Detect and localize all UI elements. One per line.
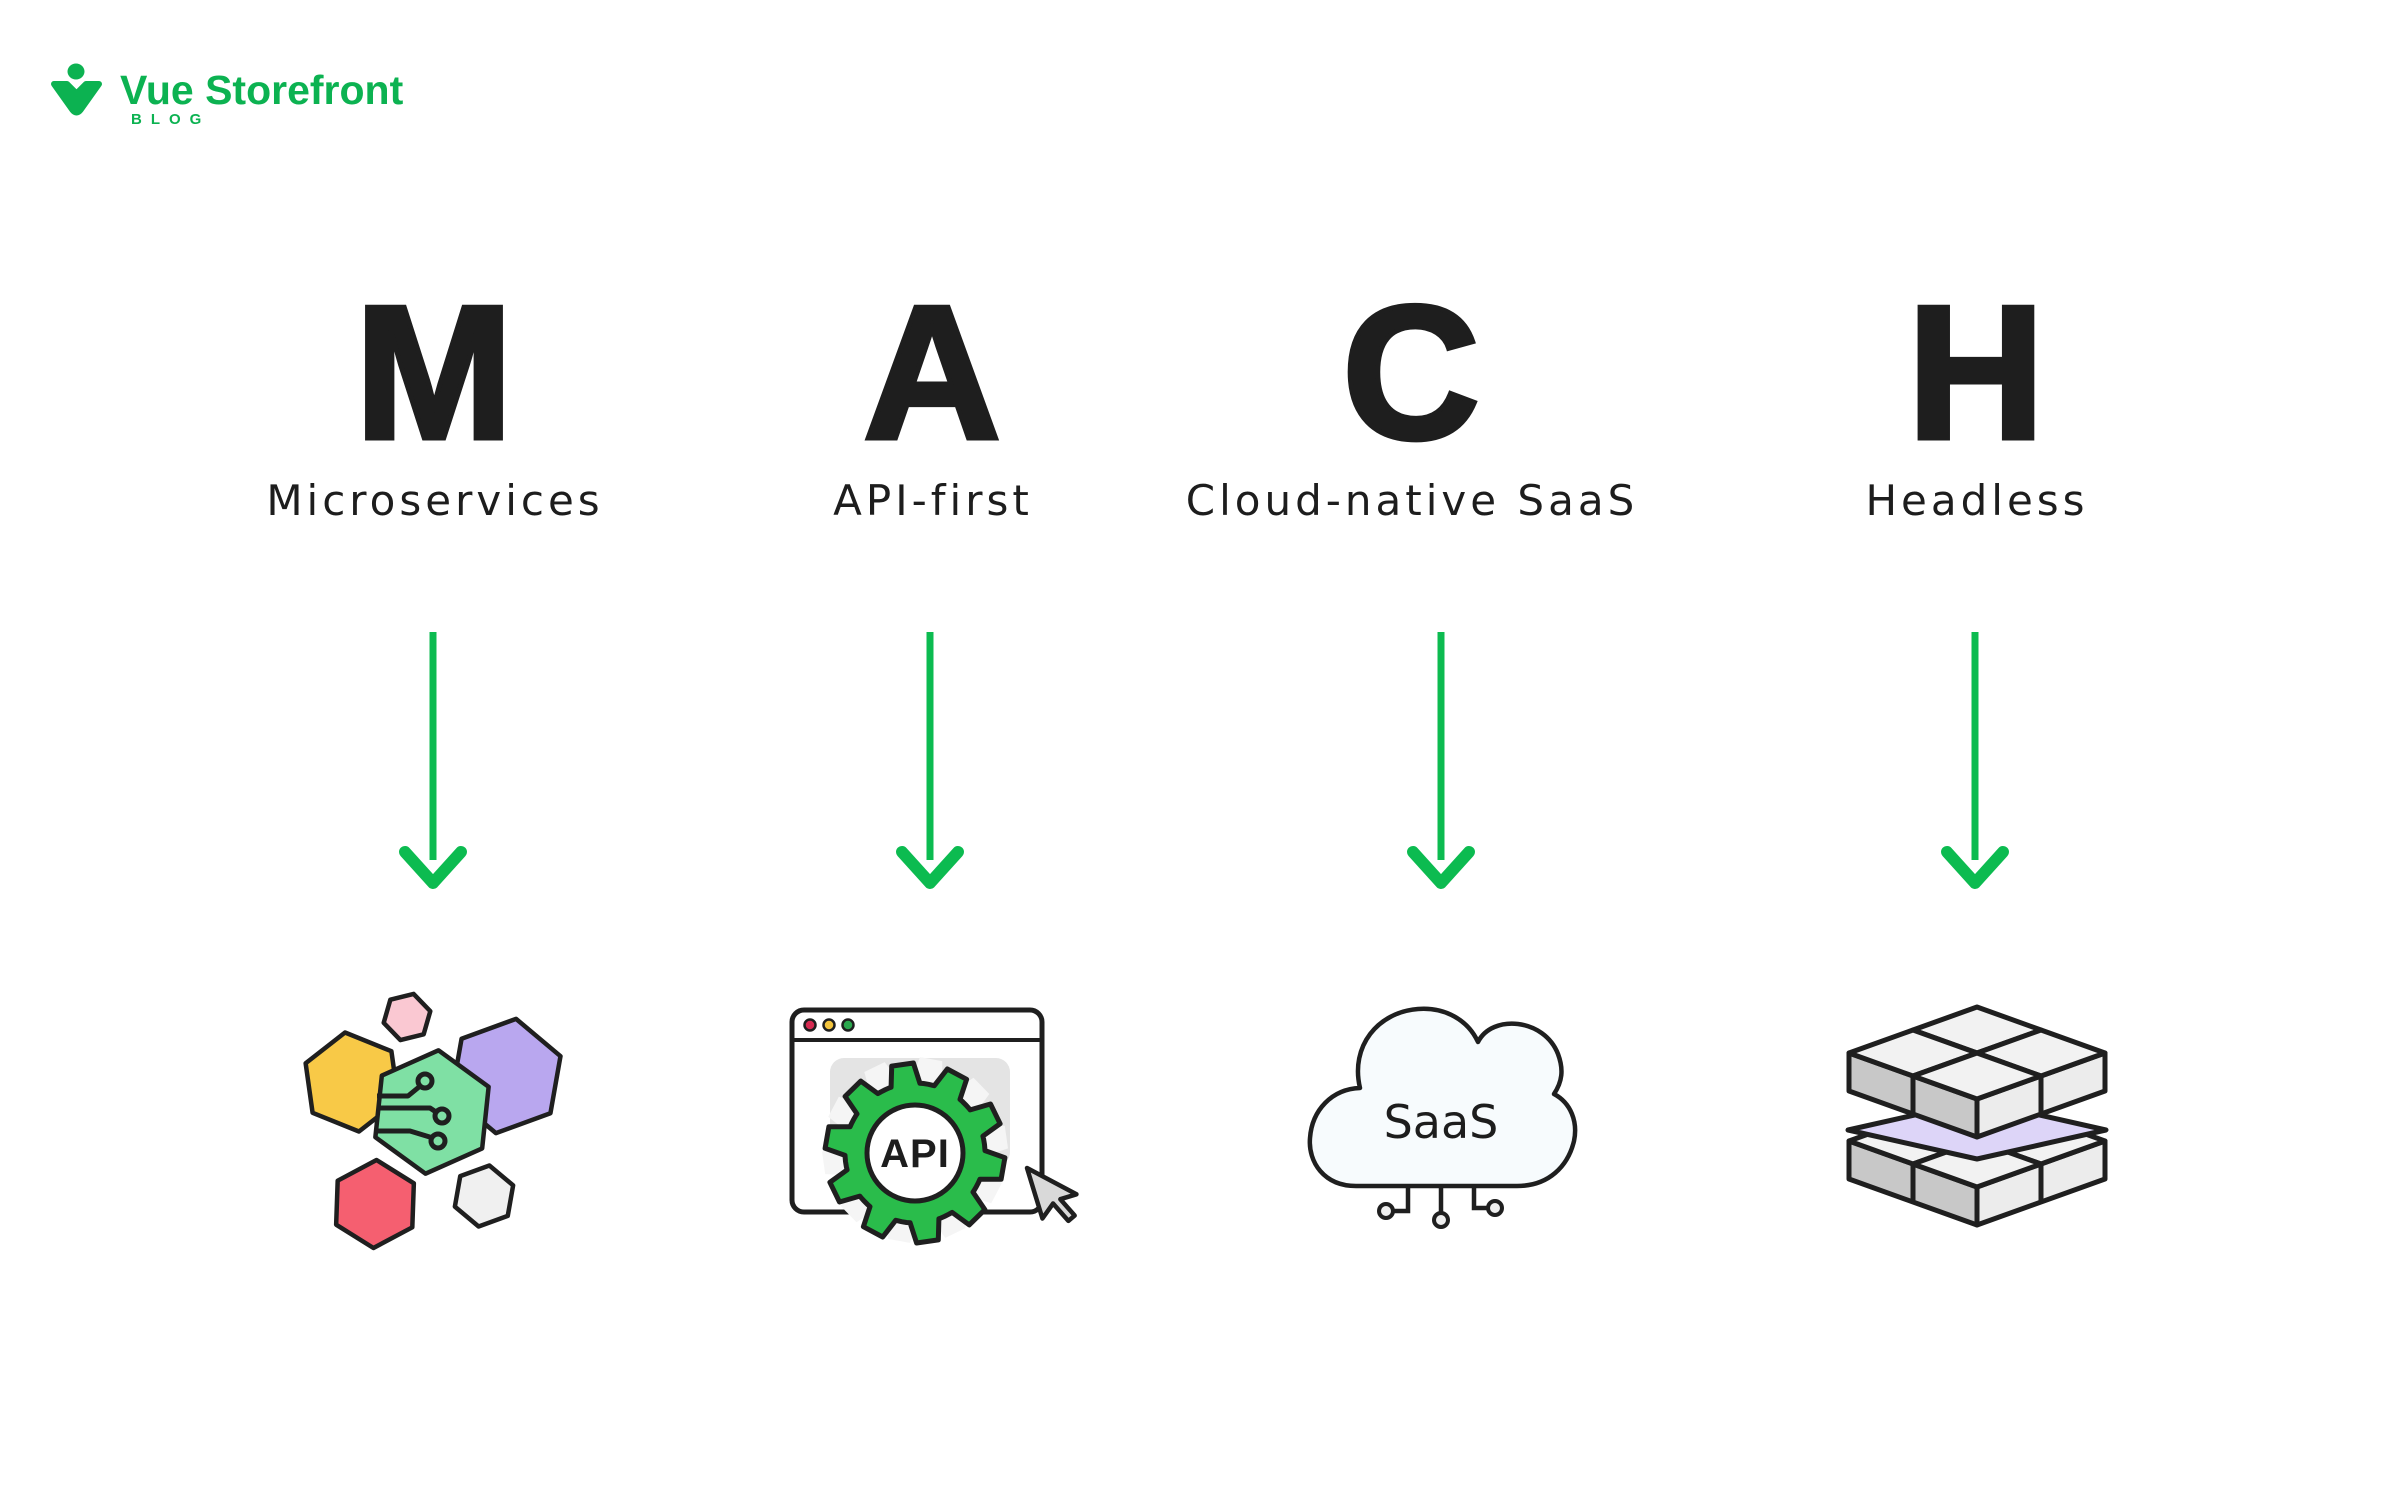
hexagon-cluster-icon xyxy=(280,960,590,1260)
cloud-icon: SaaS xyxy=(1307,1006,1578,1229)
browser-dot-red xyxy=(803,1018,817,1032)
down-arrow-icon xyxy=(896,632,964,889)
cloud-shape xyxy=(1307,1006,1578,1189)
browser-dot-green xyxy=(841,1018,855,1032)
connector-nodes xyxy=(1377,1199,1504,1229)
logo-blog-text: BLOG xyxy=(131,111,211,128)
label-headless: Headless xyxy=(1865,476,2089,525)
browser-dot-yellow xyxy=(822,1018,836,1032)
stack-top-layer xyxy=(1846,1004,2108,1140)
label-cloud-native-saas: Cloud-native SaaS xyxy=(1185,476,1639,525)
down-arrow-icon xyxy=(1407,632,1475,889)
logo-brand-text: Vue Storefront xyxy=(120,67,404,113)
hexagon-yellow xyxy=(302,1026,402,1137)
down-arrow-icon xyxy=(399,632,467,889)
circuit-traces xyxy=(377,1085,438,1141)
cloud-saas-label: SaaS xyxy=(1384,1095,1499,1149)
hexagon-red xyxy=(335,1159,414,1250)
down-arrow-icon xyxy=(1941,632,2009,889)
label-api-first: API-first xyxy=(833,476,1033,525)
hexagon-pink xyxy=(380,988,433,1046)
hexagon-gray xyxy=(452,1161,516,1231)
layer-stack-icon xyxy=(1845,1004,2109,1228)
letter-h: H xyxy=(1905,267,2047,479)
vue-storefront-logo-icon xyxy=(51,63,102,116)
letter-a: A xyxy=(861,267,1003,479)
api-gear-label: API xyxy=(880,1132,950,1176)
letter-c: C xyxy=(1340,267,1482,479)
label-microservices: Microservices xyxy=(266,476,604,525)
circuit-nodes xyxy=(415,1071,452,1151)
letter-m: M xyxy=(352,267,516,479)
cursor-icon xyxy=(1027,1156,1083,1228)
cloud-connectors xyxy=(1393,1186,1488,1214)
browser-gear-icon: API xyxy=(789,1007,1095,1246)
